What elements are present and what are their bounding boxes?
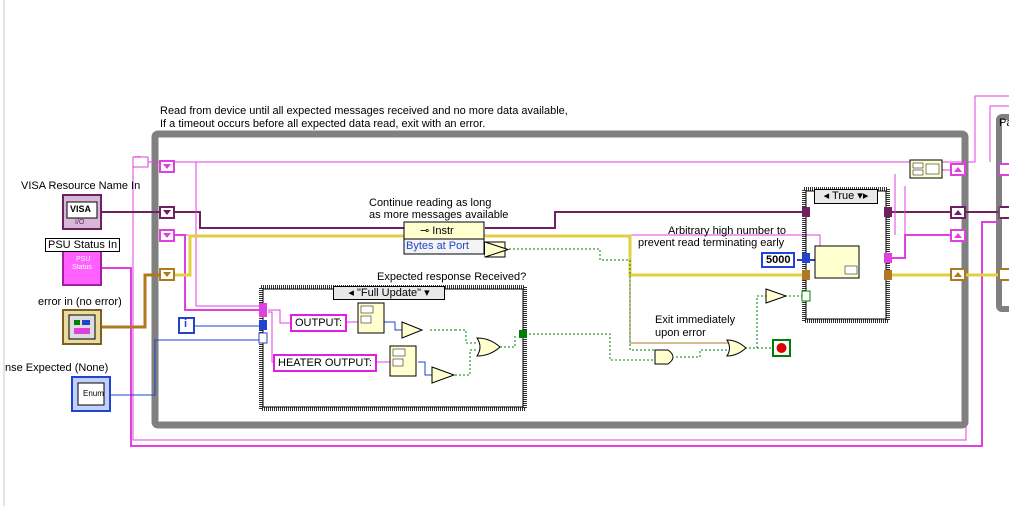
outer-case-selector-value: True — [832, 190, 855, 202]
empty-string-constant[interactable]: "" — [135, 155, 141, 164]
error-wire — [175, 234, 404, 277]
visa-io-text: I/O — [75, 219, 85, 226]
expected-response-comment: Expected response Received? — [377, 271, 527, 283]
visa-icon-text: VISA — [70, 204, 92, 214]
read-count-constant[interactable]: 5000 — [761, 252, 796, 268]
psu-status-control[interactable] — [62, 250, 102, 286]
response-expected-control[interactable] — [71, 376, 111, 412]
visa-resource-label: VISA Resource Name In — [21, 180, 141, 192]
arbitrary-comment-2: prevent read terminating early — [638, 237, 785, 249]
psu-icon-text-1: PSU — [76, 256, 91, 263]
property-bytes-at-port[interactable]: Bytes at Port — [406, 240, 469, 252]
equal-zero-node-1[interactable] — [484, 241, 510, 258]
match-pattern-node-1[interactable] — [357, 302, 385, 334]
and-node[interactable] — [654, 349, 674, 365]
property-class-label: ⊸ Instr — [420, 224, 454, 237]
main-loop-comment-2: If a timeout occurs before all expected … — [160, 118, 486, 130]
iteration-terminal — [178, 317, 195, 334]
string-feedback-wire — [132, 162, 967, 441]
bundle-node[interactable] — [909, 159, 943, 179]
property-class-value: Instr — [432, 225, 454, 237]
iteration-terminal-label: i — [184, 318, 188, 330]
string-top-wire — [175, 95, 1009, 163]
visa-wire — [175, 211, 404, 229]
psu-status-wire — [96, 221, 999, 447]
left-shift-registers[interactable] — [159, 160, 175, 281]
exit-comment-2: upon error — [655, 327, 706, 339]
equal-zero-node-3[interactable] — [431, 366, 456, 384]
error-in-control[interactable] — [62, 309, 102, 345]
match-pattern-node-2[interactable] — [389, 345, 417, 377]
key-icon: ⊸ — [420, 225, 433, 237]
or-node-inner[interactable] — [476, 337, 501, 357]
main-loop-comment-1: Read from device until all expected mess… — [160, 105, 568, 117]
psu-status-label: PSU Status In — [45, 238, 121, 252]
output-constant[interactable]: OUTPUT: — [290, 314, 348, 332]
visa-resource-control[interactable] — [62, 194, 102, 230]
exit-comment-1: Exit immediately — [655, 314, 736, 326]
right-panel-label: Pa — [999, 117, 1009, 129]
property-node[interactable] — [403, 221, 485, 255]
arbitrary-comment-1: Arbitrary high number to — [668, 225, 786, 237]
enum-icon-text: Enum — [83, 389, 104, 398]
heater-output-constant[interactable]: HEATER OUTPUT: — [273, 354, 377, 372]
inner-case-selector[interactable]: ◂ "Full Update" ▾ — [333, 286, 445, 300]
stop-terminal[interactable] — [772, 339, 791, 357]
psu-icon-text-2: Status — [72, 264, 92, 271]
error-in-label: error in (no error) — [38, 296, 122, 308]
while-loop-frame[interactable] — [151, 130, 969, 429]
continue-comment-2: as more messages available — [369, 209, 509, 221]
continue-comment-1: Continue reading as long — [369, 197, 492, 209]
response-expected-label: nse Expected (None) — [5, 362, 109, 374]
outer-case-selector[interactable]: ◂ True ▾▸ — [814, 189, 878, 204]
equal-zero-node-2[interactable] — [401, 321, 424, 339]
not-node[interactable] — [765, 288, 788, 304]
or-node-outer[interactable] — [726, 339, 747, 357]
visa-read-node[interactable] — [814, 245, 860, 279]
inner-case-selector-value: "Full Update" — [356, 287, 422, 299]
